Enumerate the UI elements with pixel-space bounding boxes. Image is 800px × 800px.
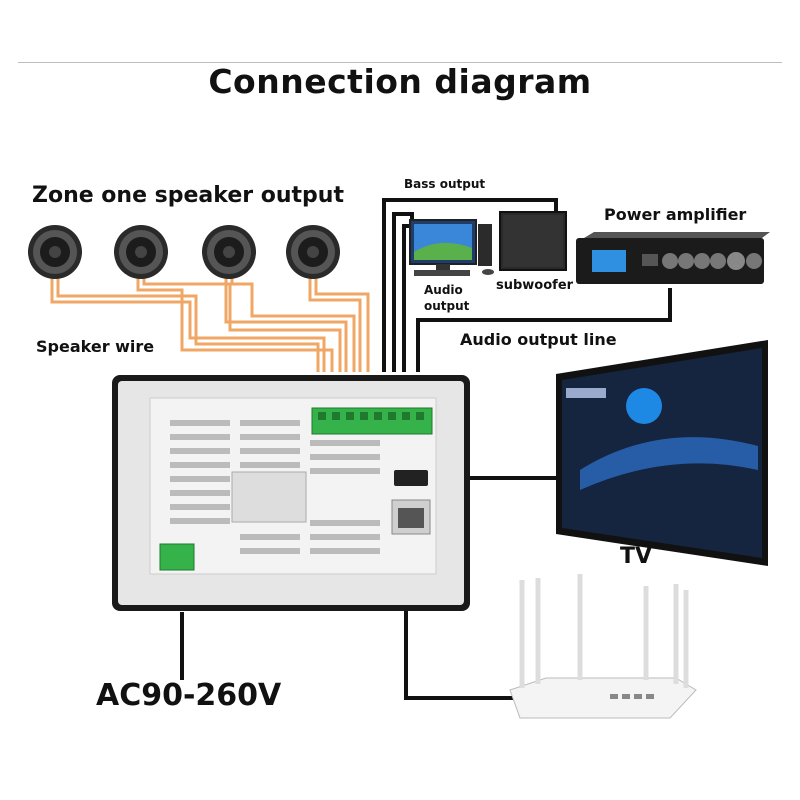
subwoofer-label: subwoofer (496, 278, 574, 293)
power-amplifier-label: Power amplifier (604, 205, 747, 224)
tv-icon (556, 340, 768, 566)
speaker-wires (50, 278, 370, 372)
top-rule (18, 62, 782, 63)
power-terminal (159, 543, 195, 571)
speaker-icon (202, 225, 256, 279)
control-panel (112, 375, 470, 611)
amplifier-icon (576, 232, 770, 284)
bass-output-label: Bass output (404, 177, 486, 191)
speaker-wire-label: Speaker wire (36, 337, 155, 356)
speaker-terminal (311, 407, 433, 435)
speaker-icon (28, 225, 82, 279)
hdmi-port-icon (394, 470, 428, 486)
diagram-title: Connection diagram (208, 62, 592, 101)
audio-output-label: Audio output (424, 283, 470, 313)
computer-icon (409, 219, 494, 276)
tv-label: TV (620, 544, 653, 569)
subwoofer-icon (499, 211, 567, 271)
audio-output-line-label: Audio output line (460, 330, 617, 349)
router-icon (509, 574, 697, 719)
rj45-port-icon (391, 499, 431, 535)
zone-speaker-output-label: Zone one speaker output (32, 183, 344, 208)
power-input-label: AC90-260V (96, 678, 282, 713)
speaker-icon (286, 225, 340, 279)
speaker-icon (114, 225, 168, 279)
